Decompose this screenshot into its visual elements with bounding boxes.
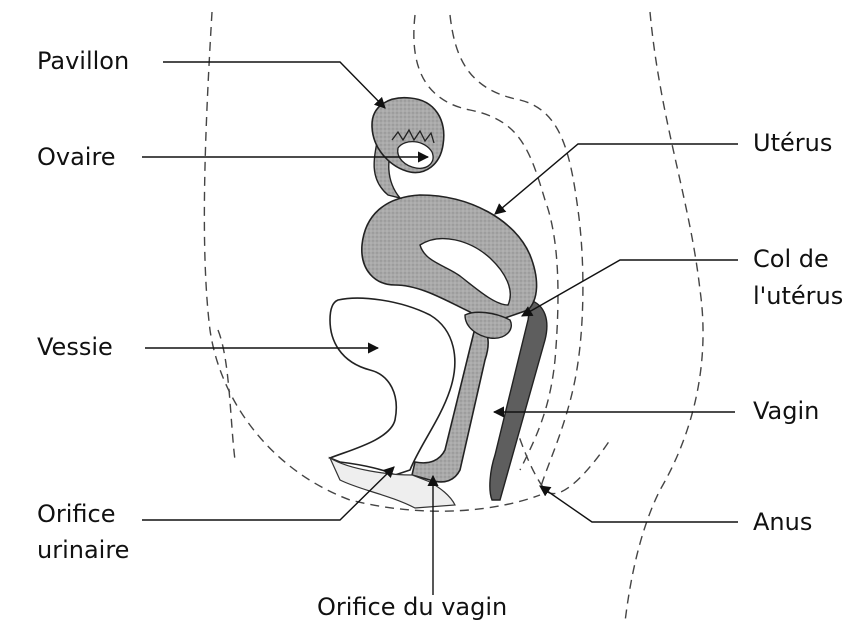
label-ovaire: Ovaire	[37, 142, 116, 172]
leader-uterus	[495, 144, 738, 214]
label-anus: Anus	[753, 507, 812, 537]
label-col-line2: l'utérus	[753, 281, 843, 311]
label-orifice-urinaire-line1: Orifice	[37, 499, 116, 529]
leader-col	[522, 260, 738, 316]
label-orifice-urinaire-line2: urinaire	[37, 535, 129, 565]
leader-anus	[540, 486, 738, 522]
leader-pavillon	[163, 62, 385, 108]
label-vessie: Vessie	[37, 332, 113, 362]
bladder-shape	[330, 298, 455, 475]
body-outline	[204, 12, 703, 622]
label-vagin: Vagin	[753, 396, 819, 426]
label-uterus: Utérus	[753, 128, 832, 158]
label-col-line1: Col de	[753, 244, 829, 274]
label-orifice-vagin: Orifice du vagin	[317, 592, 507, 622]
label-pavillon: Pavillon	[37, 46, 129, 76]
